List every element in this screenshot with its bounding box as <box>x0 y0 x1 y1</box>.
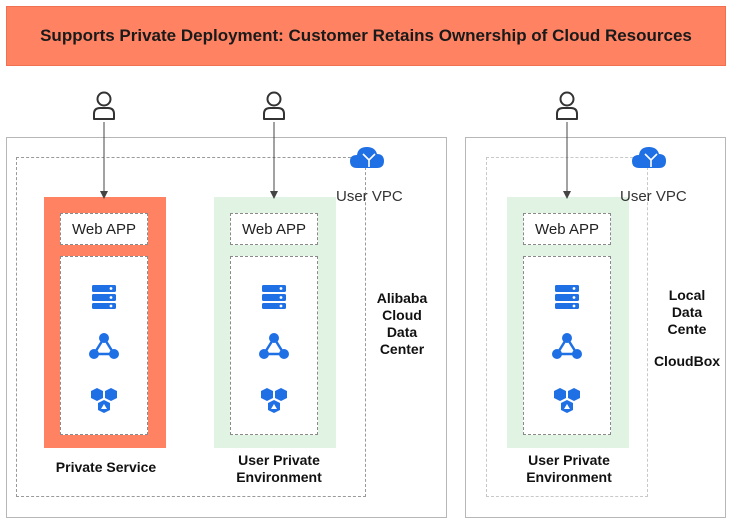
local-data-center-label: Local Data Cente <box>667 287 707 337</box>
cubes-icon <box>91 388 117 413</box>
cloudbox-label: CloudBox <box>653 353 721 369</box>
user-vpc-label: User VPC <box>620 188 687 205</box>
user-icon <box>556 91 578 120</box>
web-app-box: Web APP <box>523 213 611 245</box>
web-app-label: Web APP <box>72 220 136 238</box>
web-app-box: Web APP <box>230 213 318 245</box>
user-icon <box>93 91 115 120</box>
user-vpc-label: User VPC <box>336 188 403 205</box>
page-title-banner: Supports Private Deployment: Customer Re… <box>6 6 726 66</box>
alibaba-cloud-data-center-label: Alibaba Cloud Data Center <box>376 290 428 357</box>
web-app-box: Web APP <box>60 213 148 245</box>
cubes-icon <box>554 388 580 413</box>
alibaba-cloud-region <box>6 137 447 518</box>
private-service-label: Private Service <box>55 459 157 475</box>
network-node-icon <box>552 333 582 359</box>
cubes-icon <box>261 388 287 413</box>
local-data-center-region <box>465 137 726 518</box>
web-app-label: Web APP <box>535 220 599 238</box>
page-title: Supports Private Deployment: Customer Re… <box>40 26 692 45</box>
user-vpc-boundary-left <box>16 157 366 497</box>
cloud-icon <box>632 147 666 168</box>
server-stack-icon <box>262 285 286 309</box>
user-private-environment-label: User Private Environment <box>526 452 612 485</box>
server-stack-icon <box>92 285 116 309</box>
network-node-icon <box>89 333 119 359</box>
network-node-icon <box>259 333 289 359</box>
user-icon <box>263 91 285 120</box>
user-private-environment-label: User Private Environment <box>236 452 322 485</box>
web-app-label: Web APP <box>242 220 306 238</box>
server-stack-icon <box>555 285 579 309</box>
cloud-icon <box>350 147 384 168</box>
